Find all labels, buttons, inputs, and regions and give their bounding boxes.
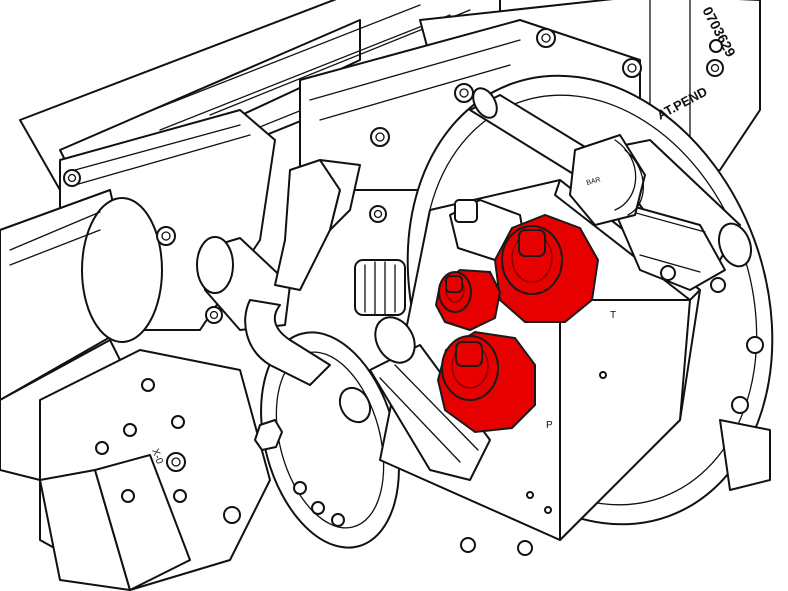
highlighted-cartridge-lower <box>436 330 536 434</box>
port-label-p: P <box>546 420 553 431</box>
lower-flange <box>254 331 400 549</box>
knurled-nut <box>354 259 406 316</box>
highlighted-cartridge-upper <box>493 213 600 323</box>
housing-bolts <box>63 28 724 324</box>
fittings: BAR <box>196 87 752 481</box>
base-bracket <box>39 349 271 591</box>
port-label-t: T <box>610 310 616 321</box>
highlighted-cartridge-small <box>434 268 502 332</box>
highlighted-components <box>434 213 600 434</box>
svg-text:BAR: BAR <box>586 176 602 186</box>
body-marking: X-0 <box>149 447 165 466</box>
